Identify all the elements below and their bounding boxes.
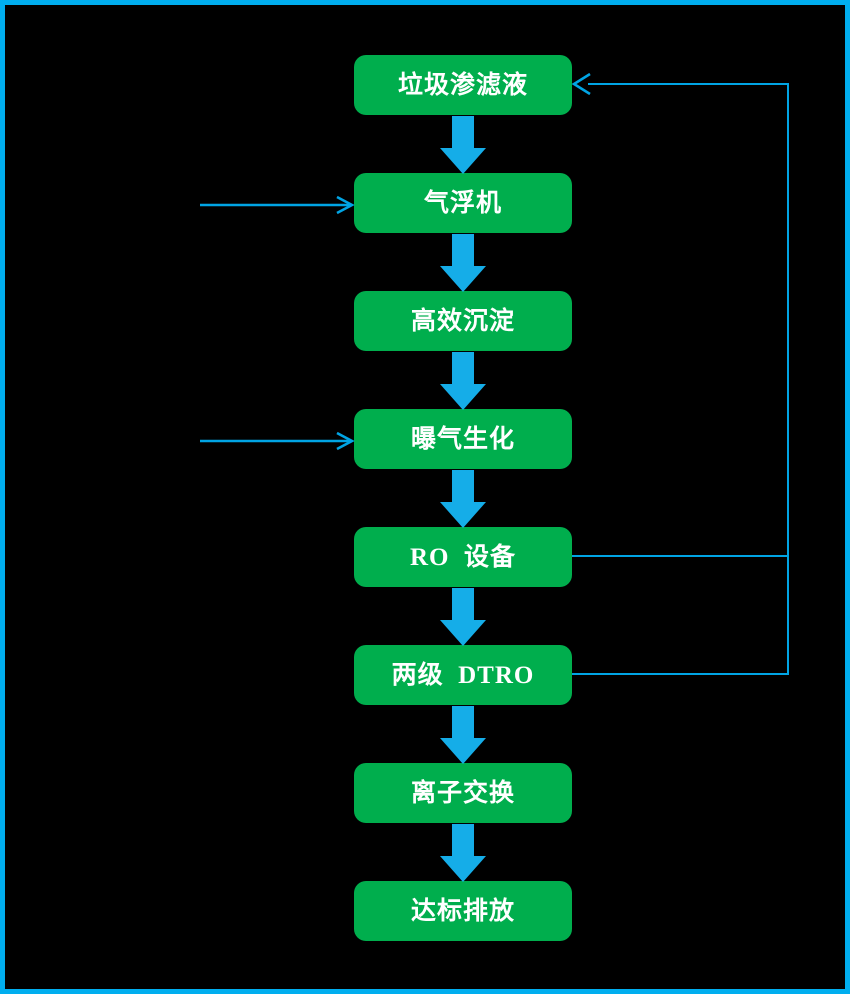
process-node-label: 两级 DTRO — [391, 661, 535, 689]
process-node-sedimentation[interactable]: 高效沉淀 — [354, 291, 572, 351]
flow-arrow-down-icon — [440, 234, 486, 292]
recycle-line-ro-horizontal — [572, 555, 789, 557]
process-node-label: 垃圾渗滤液 — [397, 71, 528, 99]
flow-arrow-down-icon — [440, 824, 486, 882]
process-node-label: 达标排放 — [410, 897, 515, 925]
process-node-discharge[interactable]: 达标排放 — [354, 881, 572, 941]
flow-arrow-down-icon — [440, 352, 486, 410]
process-node-ion-exchange[interactable]: 离子交换 — [354, 763, 572, 823]
process-node-aeration[interactable]: 曝气生化 — [354, 409, 572, 469]
process-node-flotation[interactable]: 气浮机 — [354, 173, 572, 233]
recycle-line-top-horizontal — [588, 83, 789, 85]
flow-arrow-down-icon — [440, 116, 486, 174]
flow-arrow-down-icon — [440, 470, 486, 528]
flow-arrow-down-icon — [440, 588, 486, 646]
process-node-label: 曝气生化 — [410, 425, 515, 453]
feed-input-arrow-icon — [200, 431, 355, 451]
flow-arrow-down-icon — [440, 706, 486, 764]
process-node-label: RO 设备 — [409, 543, 516, 571]
recycle-arrowhead-icon — [571, 73, 591, 95]
feed-input-arrow-icon — [200, 195, 355, 215]
process-node-leachate[interactable]: 垃圾渗滤液 — [354, 55, 572, 115]
process-node-dtro[interactable]: 两级 DTRO — [354, 645, 572, 705]
process-node-ro[interactable]: RO 设备 — [354, 527, 572, 587]
process-node-label: 高效沉淀 — [410, 307, 515, 335]
recycle-line-dtro-horizontal — [572, 673, 789, 675]
recycle-line-riser — [787, 83, 789, 675]
process-node-label: 气浮机 — [423, 189, 502, 217]
process-node-label: 离子交换 — [410, 779, 515, 807]
